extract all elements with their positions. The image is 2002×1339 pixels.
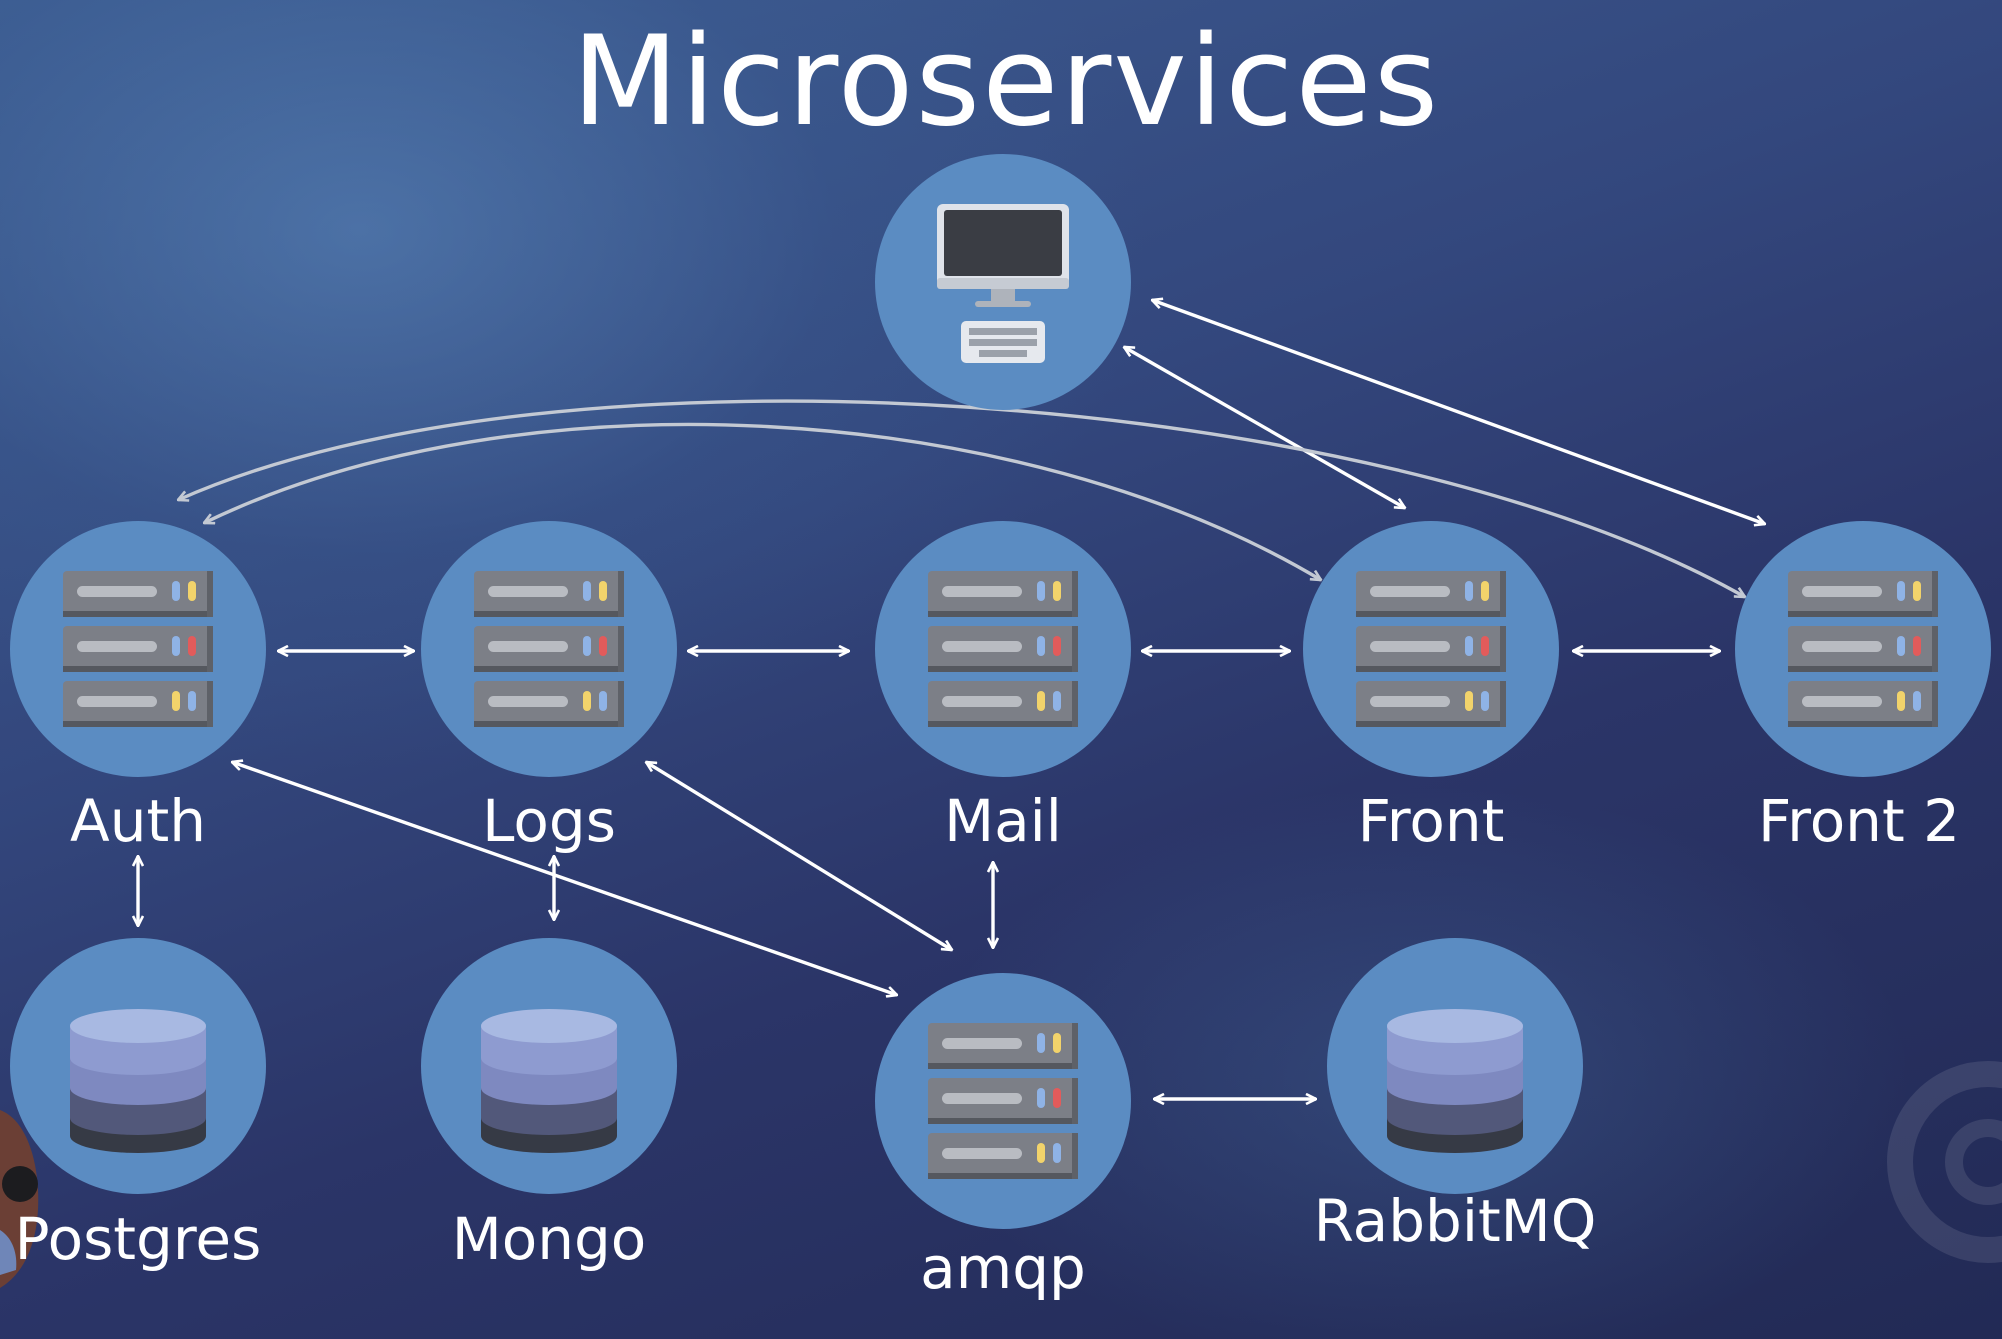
computer-icon bbox=[937, 204, 1069, 363]
node-rabbitmq: RabbitMQ bbox=[1314, 938, 1597, 1255]
server-icon bbox=[928, 571, 1078, 727]
node-mongo: Mongo bbox=[421, 938, 677, 1273]
server-icon bbox=[474, 571, 624, 727]
node-amqp: amqp bbox=[875, 973, 1131, 1302]
link-auth-amqp bbox=[232, 762, 897, 995]
connections bbox=[138, 300, 1765, 1099]
link-logs-amqp bbox=[646, 762, 952, 950]
decorative-ring bbox=[1887, 1061, 2002, 1263]
node-amqp-label: amqp bbox=[920, 1234, 1086, 1302]
database-icon bbox=[70, 1009, 206, 1153]
node-front2-label: Front 2 bbox=[1758, 787, 1960, 855]
node-postgres-label: Postgres bbox=[15, 1205, 262, 1273]
node-front: Front bbox=[1303, 521, 1559, 855]
server-icon bbox=[928, 1023, 1078, 1179]
server-icon bbox=[1356, 571, 1506, 727]
presenter-figure bbox=[0, 1110, 39, 1288]
link-client-front2 bbox=[1152, 300, 1765, 524]
node-auth: Auth bbox=[10, 521, 266, 855]
node-postgres: Postgres bbox=[10, 938, 266, 1273]
node-mail: Mail bbox=[875, 521, 1131, 855]
server-icon bbox=[1788, 571, 1938, 727]
node-mongo-label: Mongo bbox=[452, 1205, 647, 1273]
page-title: Microservices bbox=[572, 10, 1441, 154]
link-front-auth bbox=[204, 422, 1321, 580]
node-client bbox=[875, 154, 1131, 410]
node-mail-label: Mail bbox=[944, 787, 1062, 855]
database-icon bbox=[1387, 1009, 1523, 1153]
node-rabbitmq-label: RabbitMQ bbox=[1314, 1187, 1597, 1255]
node-auth-label: Auth bbox=[70, 787, 206, 855]
node-logs-label: Logs bbox=[482, 787, 616, 855]
node-front2: Front 2 bbox=[1735, 521, 1991, 855]
link-front2-auth bbox=[178, 399, 1745, 599]
node-logs: Logs bbox=[421, 521, 677, 855]
database-icon bbox=[481, 1009, 617, 1153]
node-front-label: Front bbox=[1358, 787, 1505, 855]
server-icon bbox=[63, 571, 213, 727]
